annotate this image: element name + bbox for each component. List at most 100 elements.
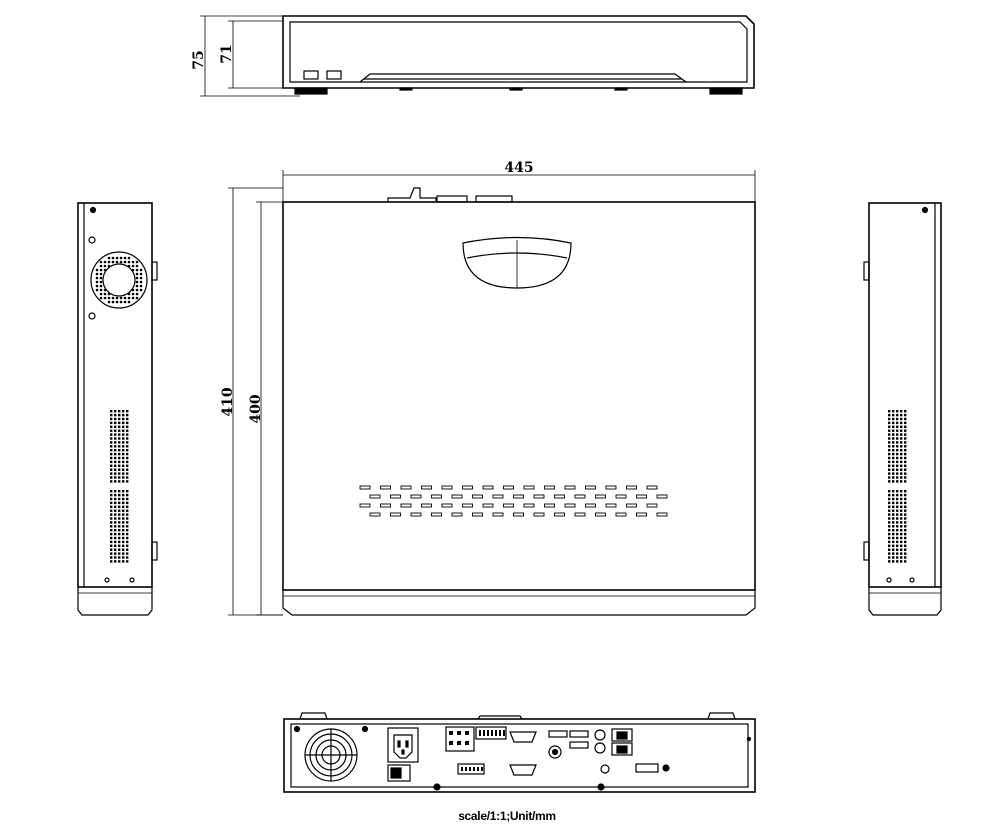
vent-hole [110, 544, 113, 547]
terminal-pin [491, 730, 493, 736]
vent-hole [114, 490, 117, 493]
vent-hole [122, 413, 125, 417]
vent-hole [904, 425, 907, 428]
vent-hole [892, 441, 895, 444]
vent-hole [126, 413, 129, 417]
vent-hole [892, 456, 895, 460]
vent-hole [118, 501, 121, 505]
vent-hole [114, 460, 117, 464]
vent-hole [122, 490, 125, 493]
vent-hole [110, 429, 113, 432]
vent-hole [888, 429, 891, 432]
vent-hole [896, 501, 899, 505]
vent-hole [900, 476, 903, 479]
mesh-hole [119, 296, 123, 300]
vent-hole [114, 410, 117, 413]
vent-hole [904, 480, 907, 483]
vent-slot [400, 485, 412, 490]
vent-hole [118, 468, 121, 471]
vent-hole [904, 536, 907, 540]
vent-hole [900, 493, 903, 497]
front-view [200, 15, 755, 97]
vent-hole [892, 490, 895, 493]
vent-hole [114, 529, 117, 532]
vent-hole [896, 548, 899, 551]
vent-slot [421, 485, 432, 490]
vent-hole [896, 449, 899, 452]
vent-hole [110, 449, 113, 452]
vent-hole [110, 560, 113, 563]
vent-hole [126, 505, 129, 508]
vent-hole [114, 540, 117, 544]
vent-hole [892, 460, 895, 464]
vent-hole [896, 544, 899, 547]
vent-hole [892, 413, 895, 417]
vent-hole [892, 480, 895, 483]
vent-hole [114, 476, 117, 479]
vent-hole [122, 456, 125, 460]
vent-hole [118, 505, 121, 508]
vent-hole [904, 505, 907, 508]
terminal-pin [479, 730, 481, 736]
mesh-hole [139, 280, 143, 284]
vent-hole [126, 452, 129, 456]
vent-hole [900, 460, 903, 464]
vent-slot [544, 485, 555, 490]
vent-hole [126, 509, 129, 512]
vent-slot [369, 494, 381, 499]
vent-hole [904, 433, 907, 436]
terminal-pin [449, 731, 453, 735]
vent-hole [896, 417, 899, 421]
vent-hole [114, 556, 117, 559]
vent-hole [122, 493, 125, 497]
mesh-hole [135, 276, 139, 280]
vent-hole [122, 460, 125, 464]
vent-hole [114, 468, 117, 471]
vent-hole [118, 472, 121, 475]
vent-hole [122, 449, 125, 452]
vent-slot [462, 503, 473, 508]
vent-hole [892, 468, 895, 471]
vent-hole [892, 552, 895, 555]
vent-hole [126, 493, 129, 497]
mesh-hole [139, 284, 143, 288]
usb-port-2 [326, 70, 342, 80]
mesh-hole [111, 256, 115, 260]
vent-hole [900, 505, 903, 508]
vent-slot [369, 512, 381, 517]
vent-slot [441, 503, 453, 508]
vent-hole [110, 540, 113, 544]
vent-hole [888, 480, 891, 483]
mesh-hole [119, 260, 123, 264]
vent-slot [380, 503, 391, 508]
vent-hole [118, 517, 121, 520]
vent-hole [118, 464, 121, 467]
vent-hole [888, 552, 891, 555]
mesh-hole [119, 256, 123, 260]
vent-hole [896, 441, 899, 444]
usb-port-1 [303, 70, 319, 80]
vent-hole [118, 509, 121, 512]
mesh-hole [111, 300, 115, 304]
vent-slot [503, 485, 514, 490]
vent-hole [892, 536, 895, 540]
vent-hole [888, 556, 891, 559]
vent-hole [118, 445, 121, 448]
terminal-pin [465, 741, 469, 745]
vent-hole [904, 456, 907, 460]
vent-hole [126, 433, 129, 436]
vent-hole [900, 413, 903, 417]
vent-hole [110, 536, 113, 540]
vent-hole [122, 497, 125, 501]
vent-hole [900, 544, 903, 547]
vent-hole [126, 437, 129, 440]
vent-hole [888, 413, 891, 417]
vent-hole [114, 456, 117, 460]
vent-hole [888, 540, 891, 544]
vent-hole [110, 476, 113, 479]
vent-hole [126, 460, 129, 464]
vent-slot [646, 503, 658, 508]
mesh-hole [127, 264, 131, 268]
mesh-hole [99, 288, 103, 292]
vent-hole [122, 505, 125, 508]
